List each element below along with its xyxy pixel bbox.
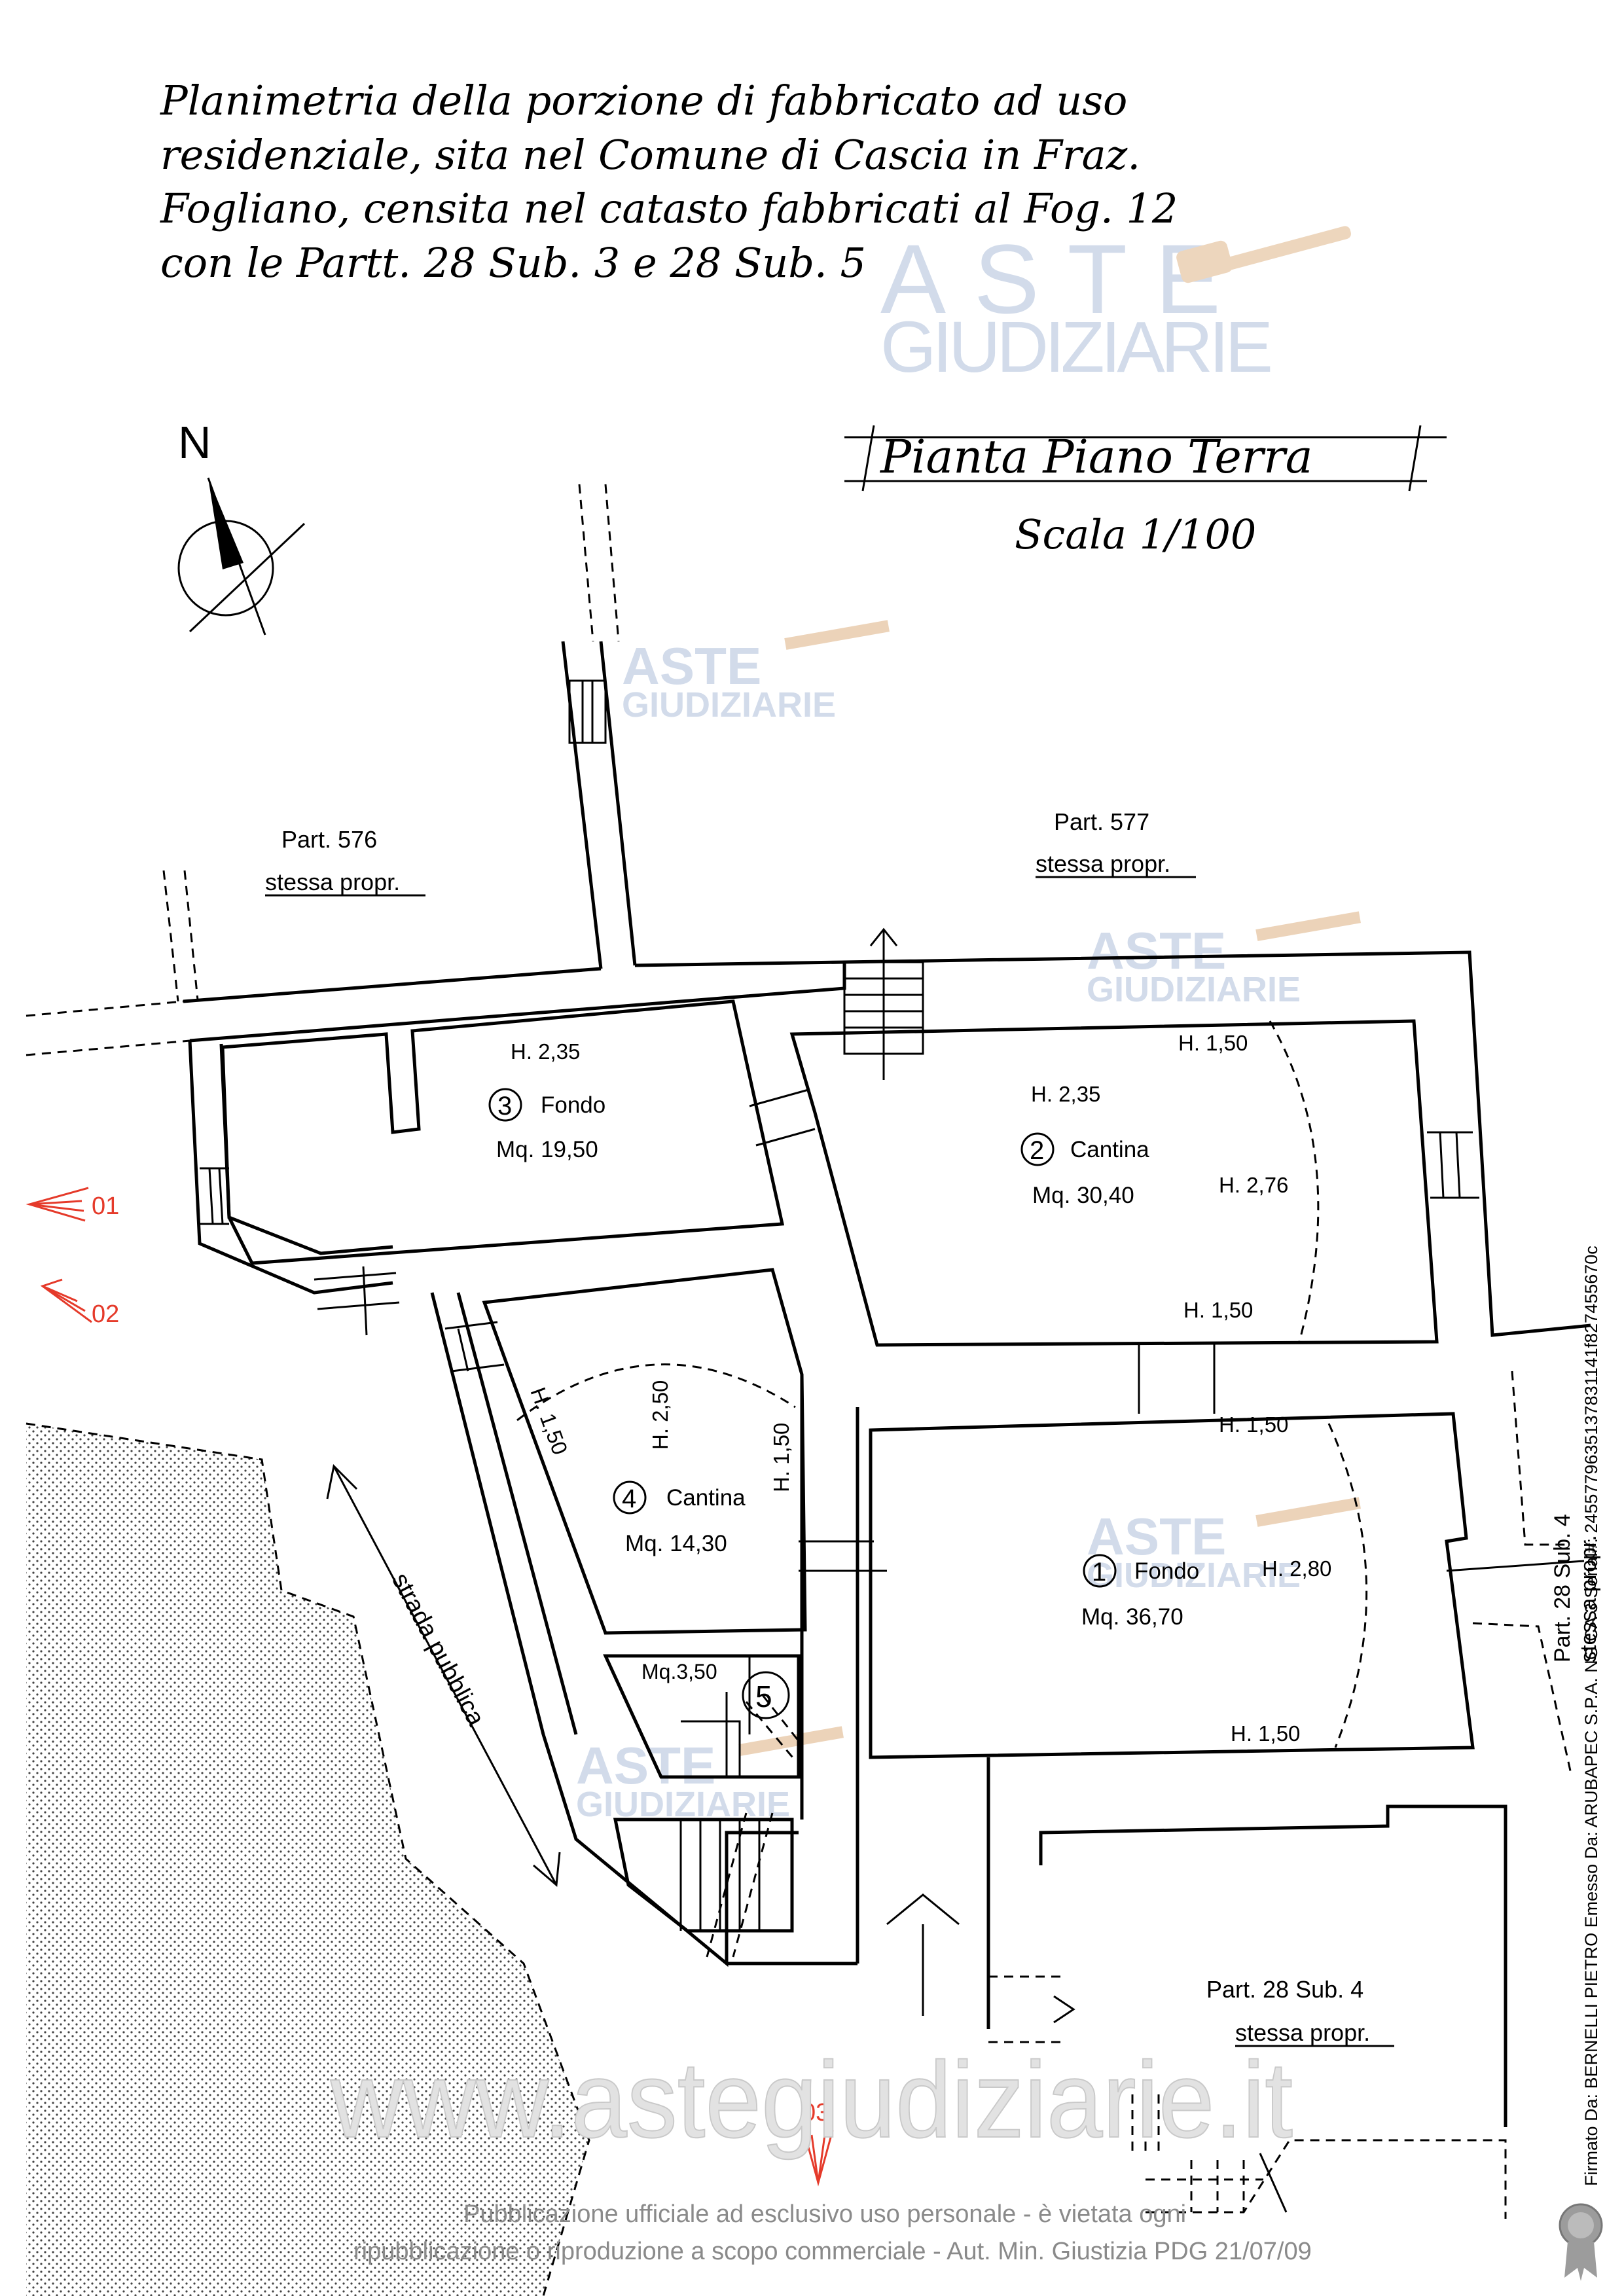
svg-text:ASTE: ASTE [622,637,761,695]
street-arrow-up-icon [326,1463,358,1499]
marker-01: 01 [26,1187,119,1222]
footer: Pubblicazione ufficiale ad esclusivo uso… [353,2200,1312,2265]
room-2-name: Cantina [1070,1137,1149,1162]
room-1-height-bot: H. 1,50 [1231,1721,1300,1746]
neighbor-labels: Part. 576 stessa propr. Part. 577 stessa… [265,808,1601,2047]
room-1-number: 1 [1092,1558,1106,1587]
part-28-sub4-vertical-note: stessa propr. [1576,1535,1601,1662]
plan-heading: Pianta Piano Terra Scala 1/100 [844,425,1447,558]
gavel-icon [1176,226,1351,283]
room-1-height-mid: H. 2,80 [1262,1556,1331,1581]
street-arrow-down-icon [533,1852,561,1888]
room-5-area: Mq.3,50 [641,1660,717,1683]
room-4-height-right: H. 1,50 [769,1423,793,1492]
footer-line-1: Pubblicazione ufficiale ad esclusivo uso… [463,2200,1186,2228]
marker-03: 03 [802,2099,834,2187]
room-5-number: 5 [755,1679,772,1713]
part-28-sub4-note: stessa propr. [1235,2019,1370,2046]
view-markers: 01 02 03 [26,1187,834,2187]
plan-scale: Scala 1/100 [1015,511,1256,558]
watermark-brand-bottom: GIUDIZIARIE [880,307,1273,387]
seal-badge-icon [1559,2203,1603,2281]
vault-arcs [516,1020,1368,1748]
svg-text:GIUDIZIARIE: GIUDIZIARIE [1087,1556,1301,1595]
room-2-height: H. 2,35 [1031,1082,1100,1106]
room-2-height-mid: H. 2,76 [1219,1173,1288,1197]
room-1-area: Mq. 36,70 [1081,1604,1183,1630]
part-28-sub4-vertical: Part. 28 Sub. 4 [1550,1514,1575,1662]
parcel-boundaries [26,484,1572,1774]
part-576-note: stessa propr. [265,869,400,895]
watermark-small-3: ASTE GIUDIZIARIE [1087,1497,1361,1595]
marker-01-label: 01 [92,1193,119,1220]
title-line-2: residenziale, sita nel Comune di Cascia … [160,131,1140,179]
part-577-label: Part. 577 [1054,808,1149,835]
watermark-small-1: ASTE GIUDIZIARIE [622,620,890,725]
room-3-height: H. 2,35 [511,1039,580,1064]
watermark-small-2: ASTE GIUDIZIARIE [1087,911,1361,1009]
title-line-1: Planimetria della porzione di fabbricato… [160,77,1127,124]
entrance-arrow-icon [886,1893,960,1926]
room-3-area: Mq. 19,50 [496,1137,598,1162]
watermark-site: www.astegiudiziarie.it [330,2039,1293,2160]
room-3-number: 3 [497,1092,512,1121]
part-576-label: Part. 576 [281,826,377,853]
hatched-area-edge [26,1422,590,2296]
stair-arrow-icon [869,927,898,946]
title-block: Planimetria della porzione di fabbricato… [160,77,1178,287]
part-28-sub4-label: Part. 28 Sub. 4 [1206,1976,1363,2003]
north-label: N [178,417,211,468]
part-577-note: stessa propr. [1036,850,1170,877]
room-1-height-top: H. 1,50 [1219,1412,1288,1437]
room-2-height-bot: H. 1,50 [1183,1298,1253,1322]
room-2-area: Mq. 30,40 [1032,1183,1134,1208]
room-4-height-mid: H. 2,50 [648,1380,672,1450]
footer-line-2: ripubblicazione o riproduzione a scopo c… [353,2238,1312,2265]
marker-02: 02 [40,1278,119,1328]
svg-text:GIUDIZIARIE: GIUDIZIARIE [576,1785,790,1824]
room-4-area: Mq. 14,30 [625,1531,727,1556]
svg-text:GIUDIZIARIE: GIUDIZIARIE [622,685,836,725]
room-4-height-left: H. 1,50 [526,1384,572,1458]
digital-signature: Firmato Da: BERNELLI PIETRO Emesso Da: A… [1581,1246,1601,2186]
room-1-name: Fondo [1134,1558,1199,1584]
room-3-name: Fondo [541,1092,605,1118]
building-walls [188,679,1591,2219]
north-arrow-icon [208,478,244,569]
room-4-name: Cantina [666,1485,746,1511]
hatched-area [26,1424,589,2296]
north-arrow: N [177,417,306,636]
svg-text:GIUDIZIARIE: GIUDIZIARIE [1087,970,1301,1009]
room-2-number: 2 [1030,1136,1044,1165]
plan-name: Pianta Piano Terra [879,430,1312,484]
svg-text:ASTE: ASTE [1087,922,1226,980]
room-labels: H. 2,35 3 Fondo Mq. 19,50 H. 2,35 H. 1,5… [488,1031,1331,1746]
title-line-4: con le Partt. 28 Sub. 3 e 28 Sub. 5 [160,239,866,287]
title-line-3: Fogliano, censita nel catasto fabbricati… [160,185,1178,232]
room-4-number: 4 [622,1484,636,1513]
marker-03-label: 03 [802,2099,829,2126]
room-2-height-top: H. 1,50 [1178,1031,1248,1055]
watermark-small-4: ASTE GIUDIZIARIE [576,1726,844,1824]
watermark-logo-top: ASTE GIUDIZIARIE [880,224,1351,387]
marker-02-label: 02 [92,1300,119,1328]
svg-text:ASTE: ASTE [1087,1507,1226,1566]
